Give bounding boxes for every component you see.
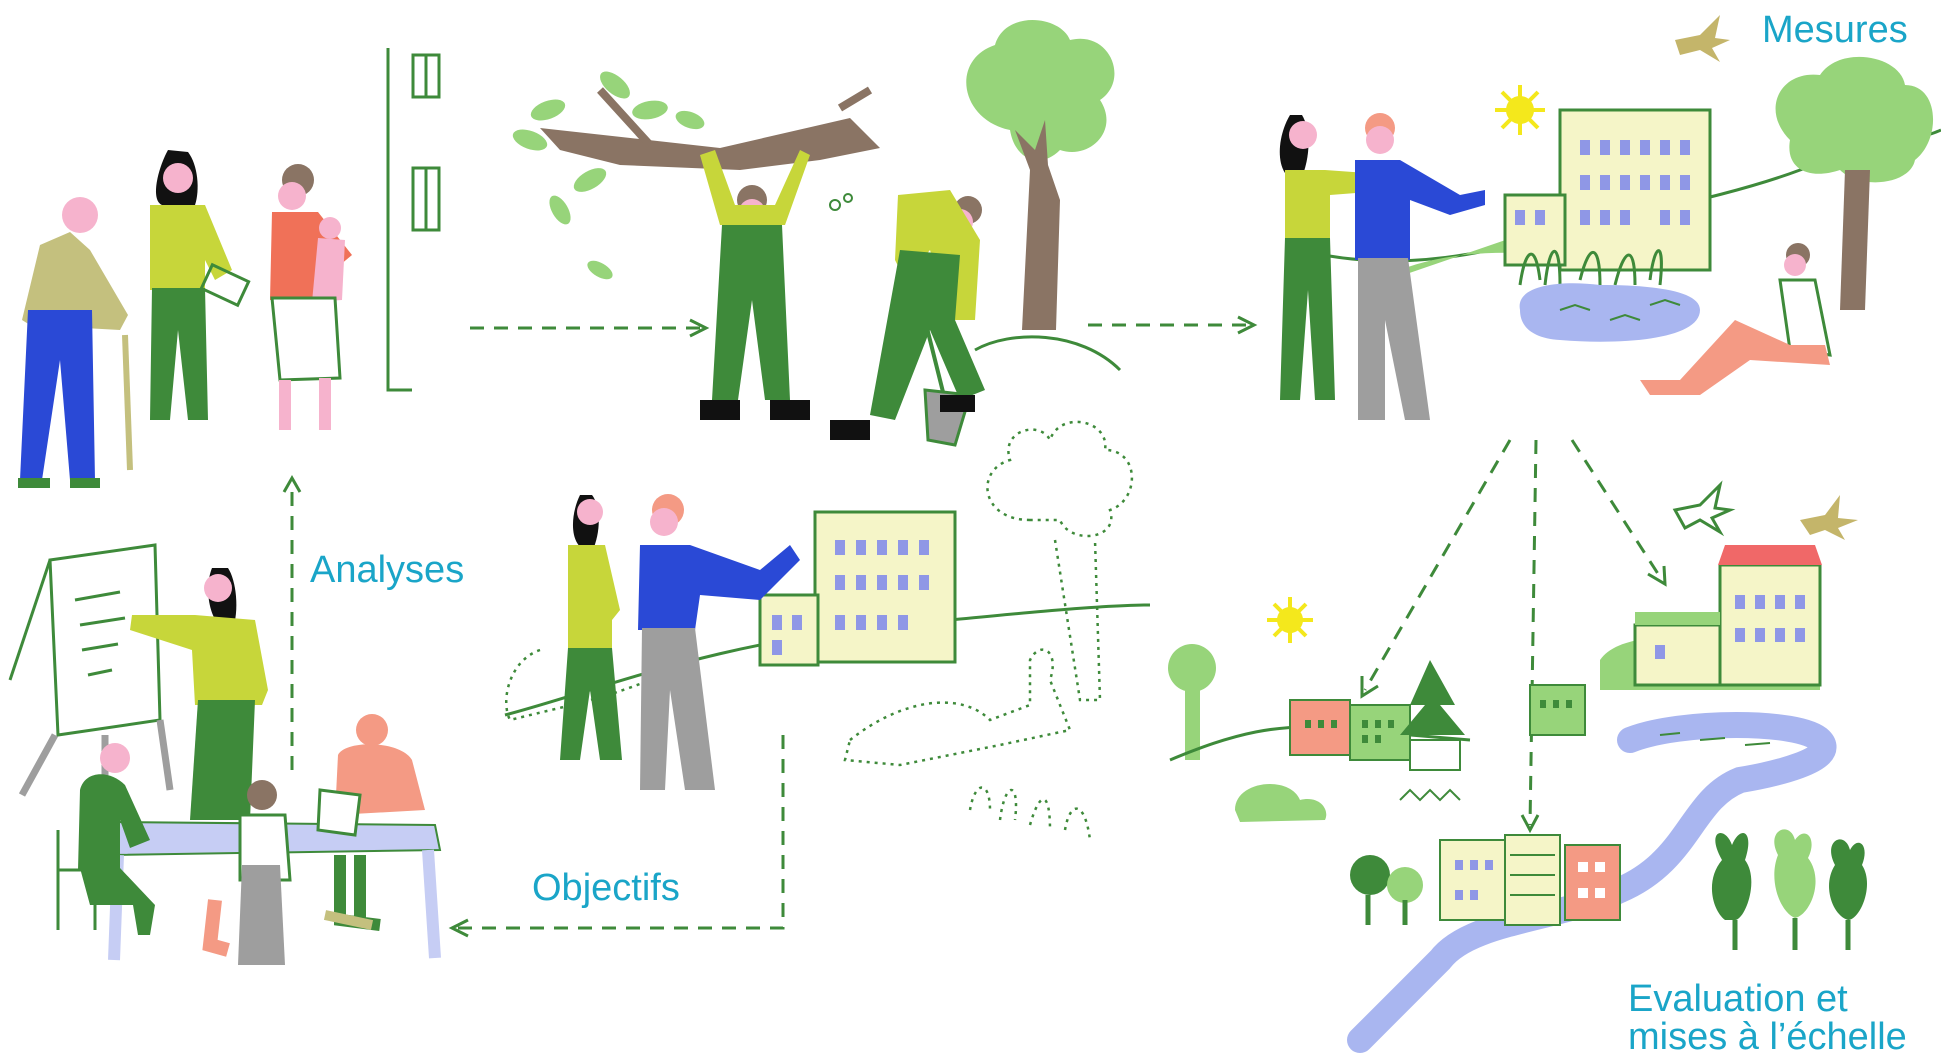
woman-clipboard-icon [150, 150, 251, 420]
river-icon [1347, 712, 1837, 1053]
reeds-icon [1518, 249, 1663, 286]
bird-icon-2 [1672, 480, 1736, 537]
planted-tree-icon [966, 20, 1122, 372]
woman-with-baby-icon [270, 164, 352, 430]
measures-building-icon [1503, 108, 1712, 272]
laptop-person-icon [316, 714, 425, 931]
label-mesures: Mesures [1762, 9, 1908, 51]
sun-icon-2 [1267, 597, 1313, 643]
flipchart-icon [8, 543, 174, 800]
bird-icon-3 [1800, 495, 1858, 540]
objective-man-icon [638, 494, 800, 790]
seated-person-center-icon [202, 780, 292, 965]
elderly-man-icon [18, 197, 133, 488]
branch-icon [512, 71, 880, 280]
arrow-objectifs-to-workshop [448, 735, 785, 938]
analyses-scene [18, 48, 441, 770]
lounging-person-icon [1640, 243, 1832, 395]
objective-woman-icon [560, 495, 622, 760]
imagined-tree-dotted-icon [505, 420, 1134, 841]
presenter-woman-icon [130, 568, 268, 820]
seated-person-left-icon [56, 743, 155, 935]
label-objectifs: Objectifs [532, 867, 680, 909]
label-evaluation-line1: Evaluation et [1628, 978, 1848, 1020]
arrows-measures-to-scaling [1360, 439, 1667, 834]
measures-tree-icon [1775, 56, 1934, 310]
building-facade-icon [386, 48, 441, 392]
scaling-town-cluster-icon [1289, 660, 1586, 771]
label-analyses: Analyses [310, 549, 465, 591]
label-evaluation-line2: mises à l’échelle [1628, 1016, 1907, 1058]
label-evaluation: Evaluation et mises à l’échelle [1628, 980, 1907, 1056]
worker-lifting-branch-icon [700, 150, 810, 420]
works-scene [512, 20, 1122, 447]
red-roof-house-icon [1600, 545, 1822, 690]
objectives-scene [504, 420, 1151, 841]
bird-icon [1675, 15, 1730, 62]
measures-man-icon [1355, 113, 1485, 420]
worker-digging-icon [829, 190, 985, 447]
objective-building-icon [758, 510, 957, 667]
bush-icon [1235, 783, 1327, 822]
scaling-tree-left-icon [1168, 644, 1216, 760]
measures-scene [1279, 15, 1941, 420]
arrow-analyses-to-works [470, 318, 710, 338]
forest-icon [1711, 829, 1868, 950]
sun-icon [1495, 85, 1545, 135]
pond-icon [1519, 283, 1700, 342]
workshop-scene [8, 543, 442, 965]
scaling-scene [1168, 480, 1868, 1053]
arrow-works-to-measures [1088, 315, 1258, 335]
bottom-town-icon [1350, 834, 1621, 926]
